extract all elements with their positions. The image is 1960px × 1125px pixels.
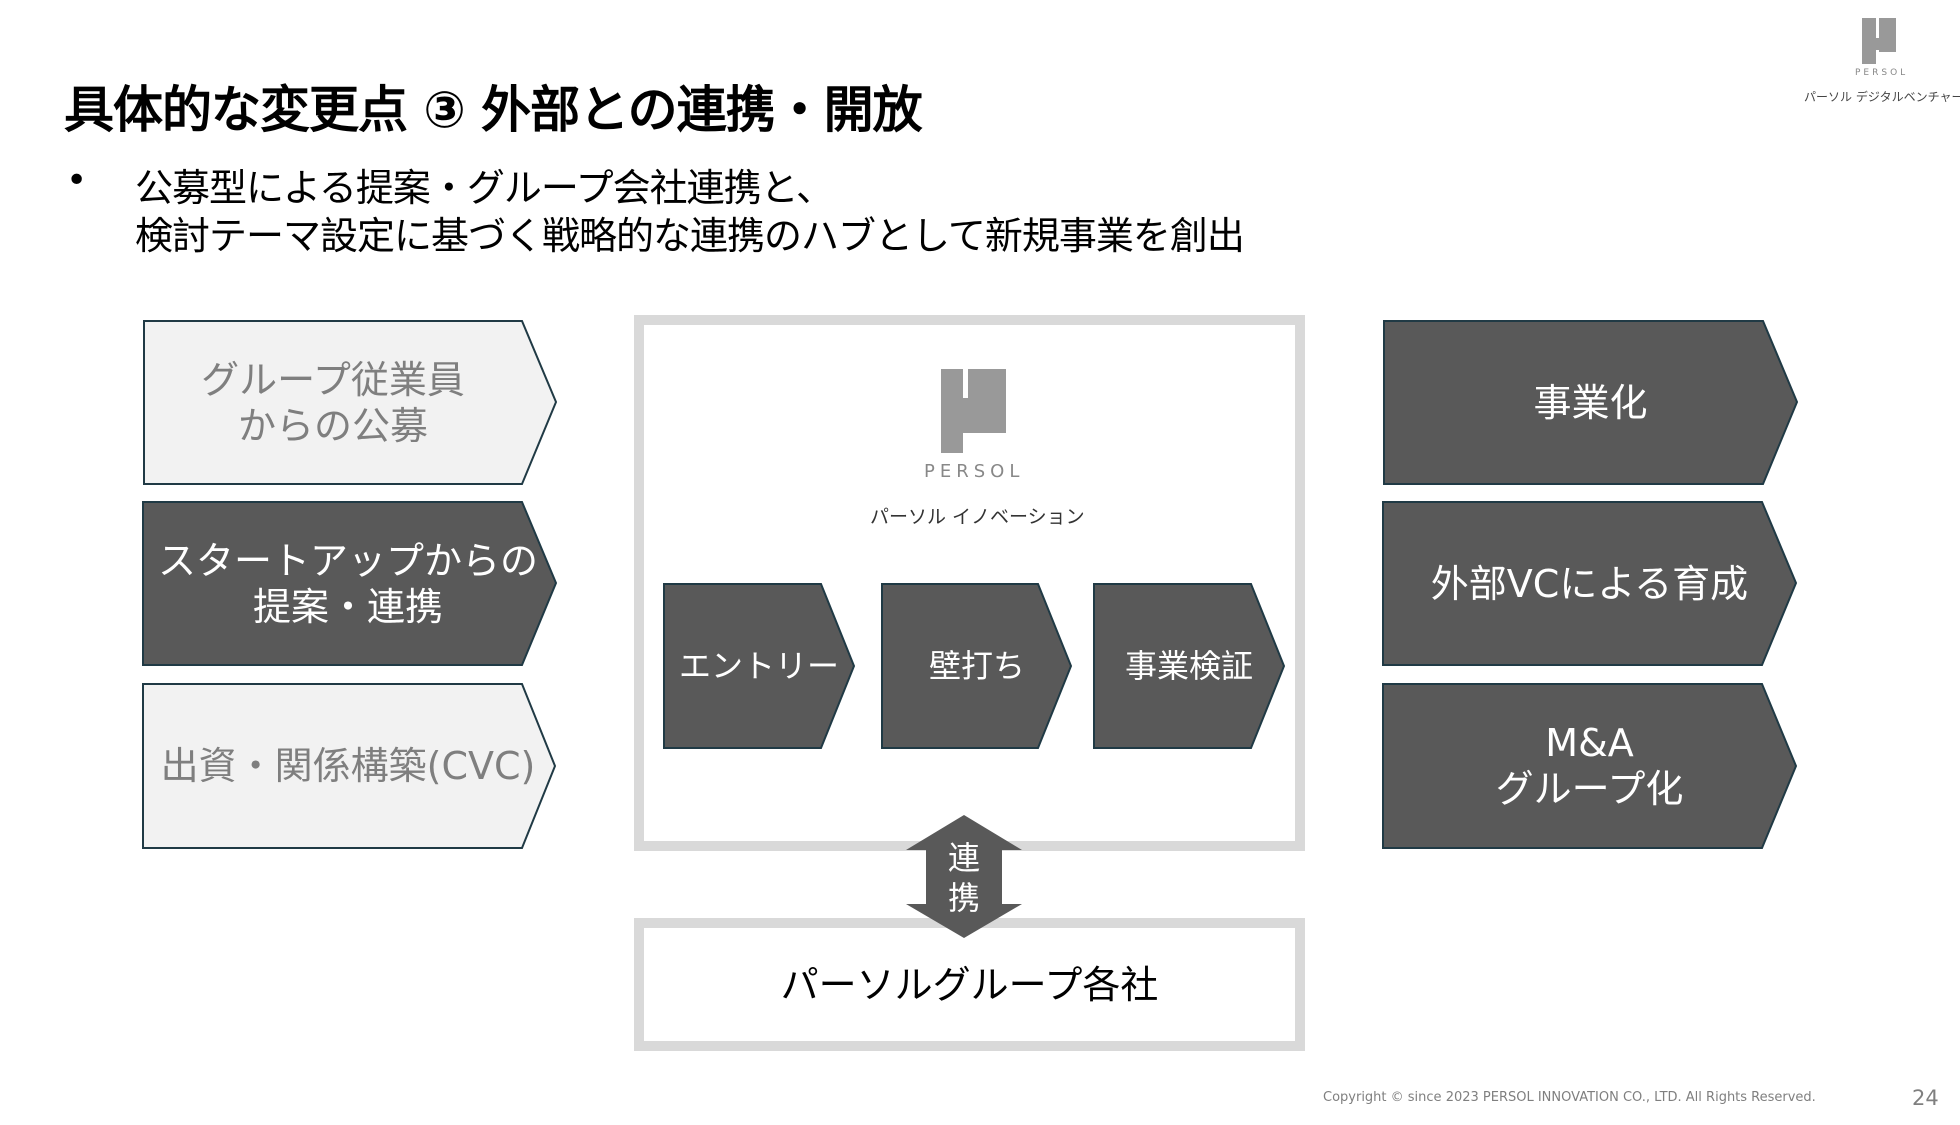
source-shape-2	[142, 501, 558, 666]
hub-wordmark: PERSOL	[924, 461, 1025, 482]
bullet-line-1: 公募型による提案・グループ会社連携と、	[135, 166, 834, 210]
logo-wordmark: PERSOL	[1855, 68, 1909, 78]
page-title: 具体的な変更点 ③ 外部との連携・開放	[64, 81, 923, 139]
step-shape-1	[663, 583, 856, 749]
source-label-3: 出資・関係構築(CVC)	[160, 744, 536, 788]
group-label: パーソルグループ各社	[780, 962, 1159, 1007]
outcome-shape-3	[1382, 683, 1798, 849]
double-arrow-icon	[906, 815, 1022, 938]
page-number: 24	[1912, 1086, 1939, 1110]
outcome-label-1: 事業化	[1533, 380, 1648, 425]
source-shape-1	[143, 320, 558, 485]
step-label-validation: 事業検証	[1124, 647, 1253, 685]
step-shape-3	[1093, 583, 1286, 749]
persol-hub-logo-icon	[941, 369, 1006, 453]
step-label-entry: エントリー	[678, 647, 839, 685]
source-shape-3	[142, 683, 557, 849]
step-label-sparring: 壁打ち	[928, 647, 1025, 685]
source-label-2: スタートアップからの 提案・連携	[157, 538, 538, 629]
bullet-marker: •	[66, 160, 88, 201]
outcome-shape-2	[1382, 501, 1798, 666]
outcome-label-3: M&A グループ化	[1495, 721, 1684, 811]
step-shape-2	[881, 583, 1073, 749]
hub-company: パーソル イノベーション	[870, 506, 1085, 528]
link-label: 連 携	[947, 839, 980, 917]
bullet-line-2: 検討テーマ設定に基づく戦略的な連携のハブとして新規事業を創出	[135, 214, 1245, 258]
copyright: Copyright © since 2023 PERSOL INNOVATION…	[1323, 1090, 1816, 1105]
outcome-label-2: 外部VCによる育成	[1430, 561, 1749, 606]
logo-company: パーソル デジタルベンチャーズ	[1804, 90, 1960, 104]
source-label-1: グループ従業員 からの公募	[201, 357, 465, 448]
persol-logo-icon	[1862, 18, 1896, 64]
group-frame	[634, 918, 1305, 1051]
outcome-shape-1	[1383, 320, 1799, 485]
